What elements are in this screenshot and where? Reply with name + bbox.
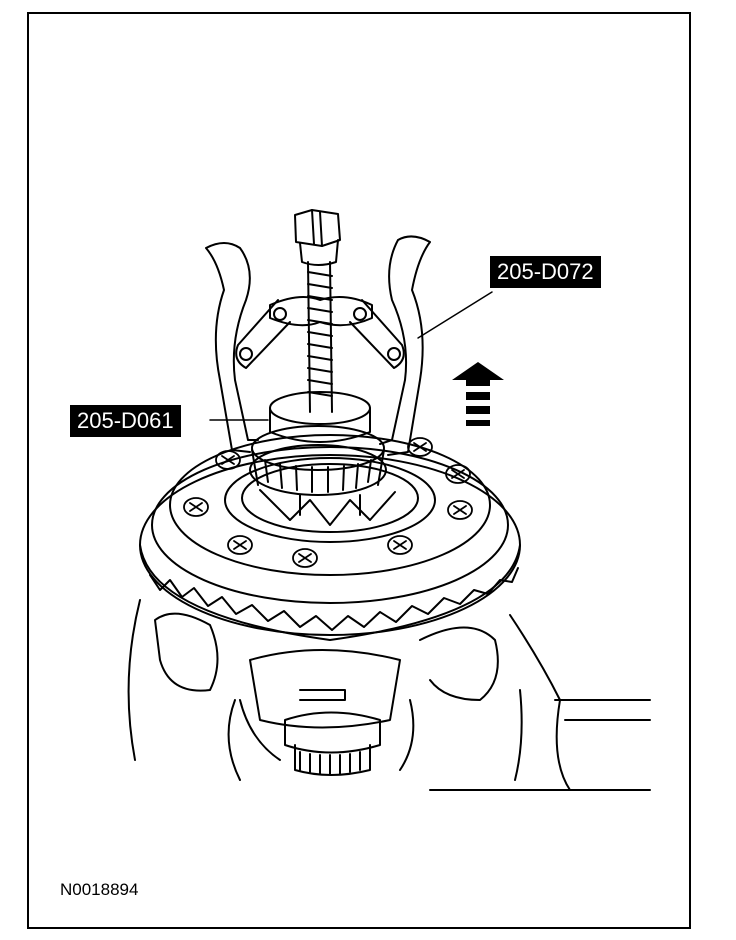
- differential-housing: [127, 599, 651, 791]
- ring-gear-bolts: [183, 437, 473, 568]
- bolt: [407, 437, 433, 457]
- two-jaw-puller: [205, 235, 431, 456]
- callout-puller-tool: 205-D072: [490, 256, 601, 288]
- figure-id: N0018894: [60, 880, 139, 899]
- bolt: [215, 450, 241, 470]
- illustration-frame: [27, 12, 691, 929]
- callout-step-plate-tool: 205-D061: [70, 405, 181, 437]
- forcing-screw: [294, 209, 341, 413]
- bolt: [183, 497, 209, 517]
- pull-direction-arrow: [452, 362, 504, 426]
- differential-case: [169, 434, 491, 576]
- step-plate-adapter: [269, 391, 371, 443]
- bolt: [292, 548, 318, 568]
- bolt: [227, 535, 253, 555]
- bolt: [445, 464, 471, 484]
- bolt: [447, 500, 473, 520]
- ring-gear: [139, 446, 521, 641]
- bolt: [387, 535, 413, 555]
- carrier-bearing: [249, 425, 387, 496]
- leader-line-puller: [417, 291, 493, 339]
